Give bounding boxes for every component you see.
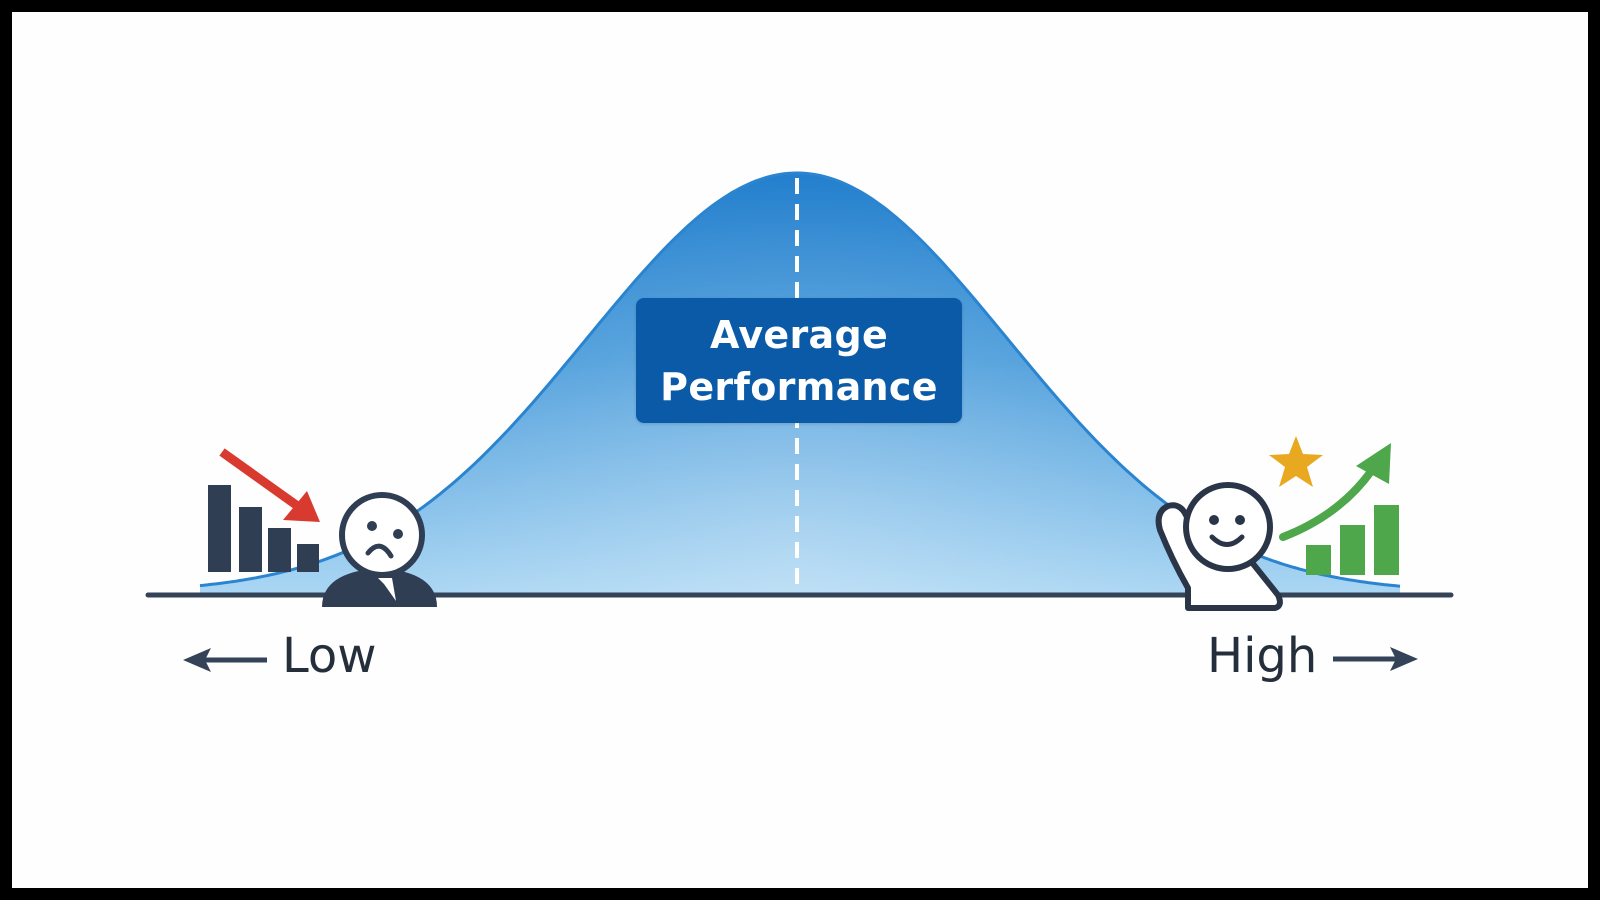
- arrow-left-icon: [183, 648, 267, 672]
- sad-person-icon: [322, 492, 437, 607]
- downward-trend-arrow-icon: [219, 448, 320, 522]
- low-label: Low: [282, 628, 377, 684]
- happy-waving-person-icon: [1155, 482, 1283, 611]
- sad-eye-right: [393, 529, 403, 539]
- happy-eye-left: [1209, 515, 1219, 525]
- arrow-right-icon: [1333, 647, 1418, 671]
- sad-eye-left: [367, 521, 377, 531]
- declining-bar-chart-icon: [208, 485, 319, 572]
- label-line-1: Average: [709, 312, 889, 357]
- rising-bar-chart-icon: [1306, 505, 1399, 575]
- average-performance-label: Average Performance: [636, 298, 962, 423]
- frown-mouth: [365, 543, 394, 559]
- high-label: High: [1207, 628, 1318, 684]
- happy-eye-right: [1235, 515, 1245, 525]
- upward-trend-arrow-icon: [1279, 443, 1391, 541]
- label-line-2: Performance: [660, 364, 938, 409]
- star-icon: [1269, 436, 1323, 487]
- smile-mouth: [1209, 534, 1245, 547]
